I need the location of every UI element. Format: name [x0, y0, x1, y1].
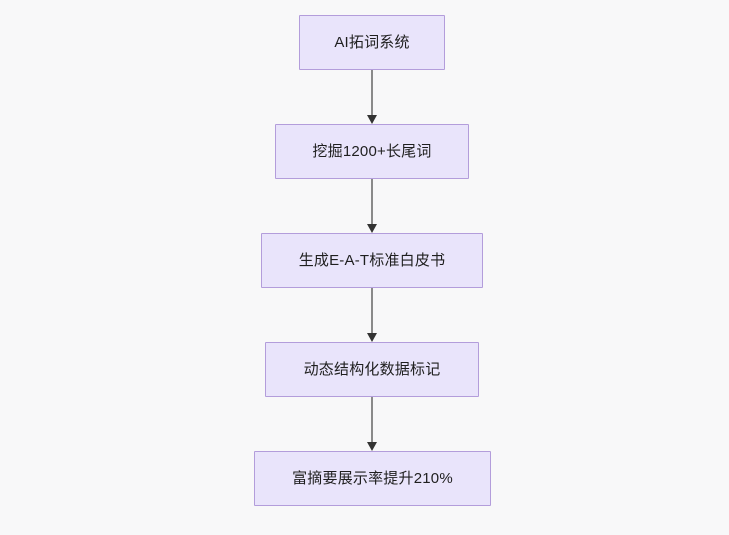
flow-edge-n4-to-n5: [367, 397, 377, 451]
flow-node-n2[interactable]: 挖掘1200+长尾词: [275, 124, 469, 179]
flow-node-label: 动态结构化数据标记: [303, 360, 441, 378]
arrowhead-icon: [367, 333, 377, 342]
arrowhead-icon: [367, 115, 377, 124]
edge-line: [371, 397, 373, 443]
flow-node-label: 生成E-A-T标准白皮书: [298, 251, 446, 269]
edge-line: [371, 288, 373, 334]
flow-edge-n2-to-n3: [367, 179, 377, 233]
flow-node-n3[interactable]: 生成E-A-T标准白皮书: [261, 233, 483, 288]
edge-line: [371, 179, 373, 225]
arrowhead-icon: [367, 442, 377, 451]
flow-edge-n3-to-n4: [367, 288, 377, 342]
edge-line: [371, 70, 373, 116]
arrowhead-icon: [367, 224, 377, 233]
flow-node-n1[interactable]: AI拓词系统: [299, 15, 445, 70]
flow-node-label: 挖掘1200+长尾词: [312, 142, 432, 160]
flow-edge-n1-to-n2: [367, 70, 377, 124]
flow-node-label: 富摘要展示率提升210%: [292, 469, 453, 487]
flow-node-n5[interactable]: 富摘要展示率提升210%: [254, 451, 491, 506]
flow-node-label: AI拓词系统: [334, 33, 410, 51]
flow-node-n4[interactable]: 动态结构化数据标记: [265, 342, 479, 397]
